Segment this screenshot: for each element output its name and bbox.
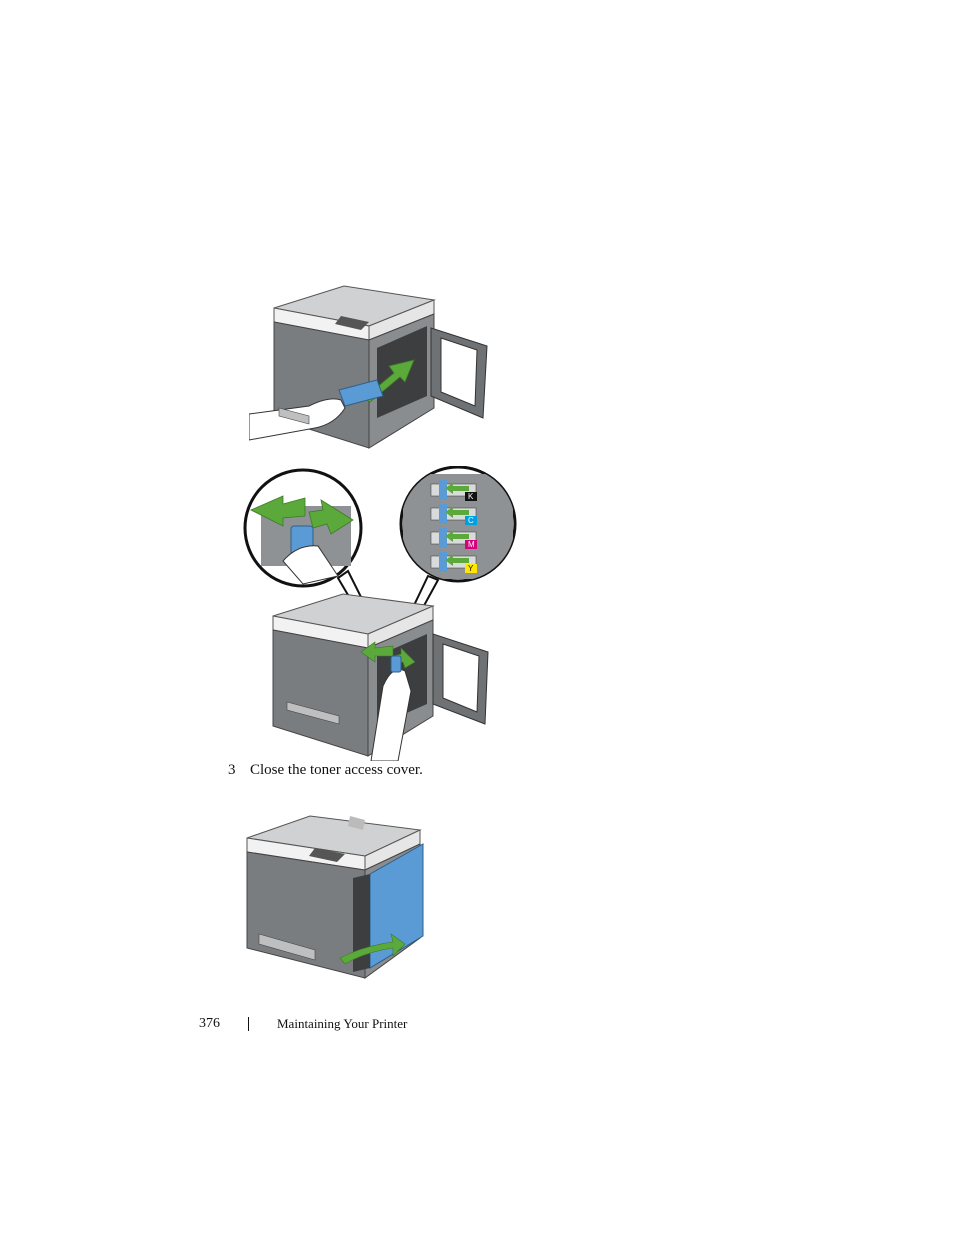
insert-toner-figure [249,278,489,458]
chapter-title: Maintaining Your Printer [277,1016,408,1031]
toner-color-y [465,564,477,573]
step-number: 3 [228,762,236,778]
toner-label-k: K [468,492,474,501]
toner-color-c [465,516,477,525]
toner-label-c: C [468,516,474,525]
step-3: 3 Close the toner access cover. [228,762,423,779]
toner-label-y: Y [468,564,474,573]
toner-lock-figure: K C M Y [243,466,520,761]
close-cover-figure [245,808,425,986]
page-number: 376 [199,1016,220,1031]
toner-color-k [465,492,477,501]
toner-label-m: M [468,540,475,549]
step-text: Close the toner access cover. [250,762,423,778]
footer-divider [248,1017,249,1031]
toner-color-m [465,540,477,549]
